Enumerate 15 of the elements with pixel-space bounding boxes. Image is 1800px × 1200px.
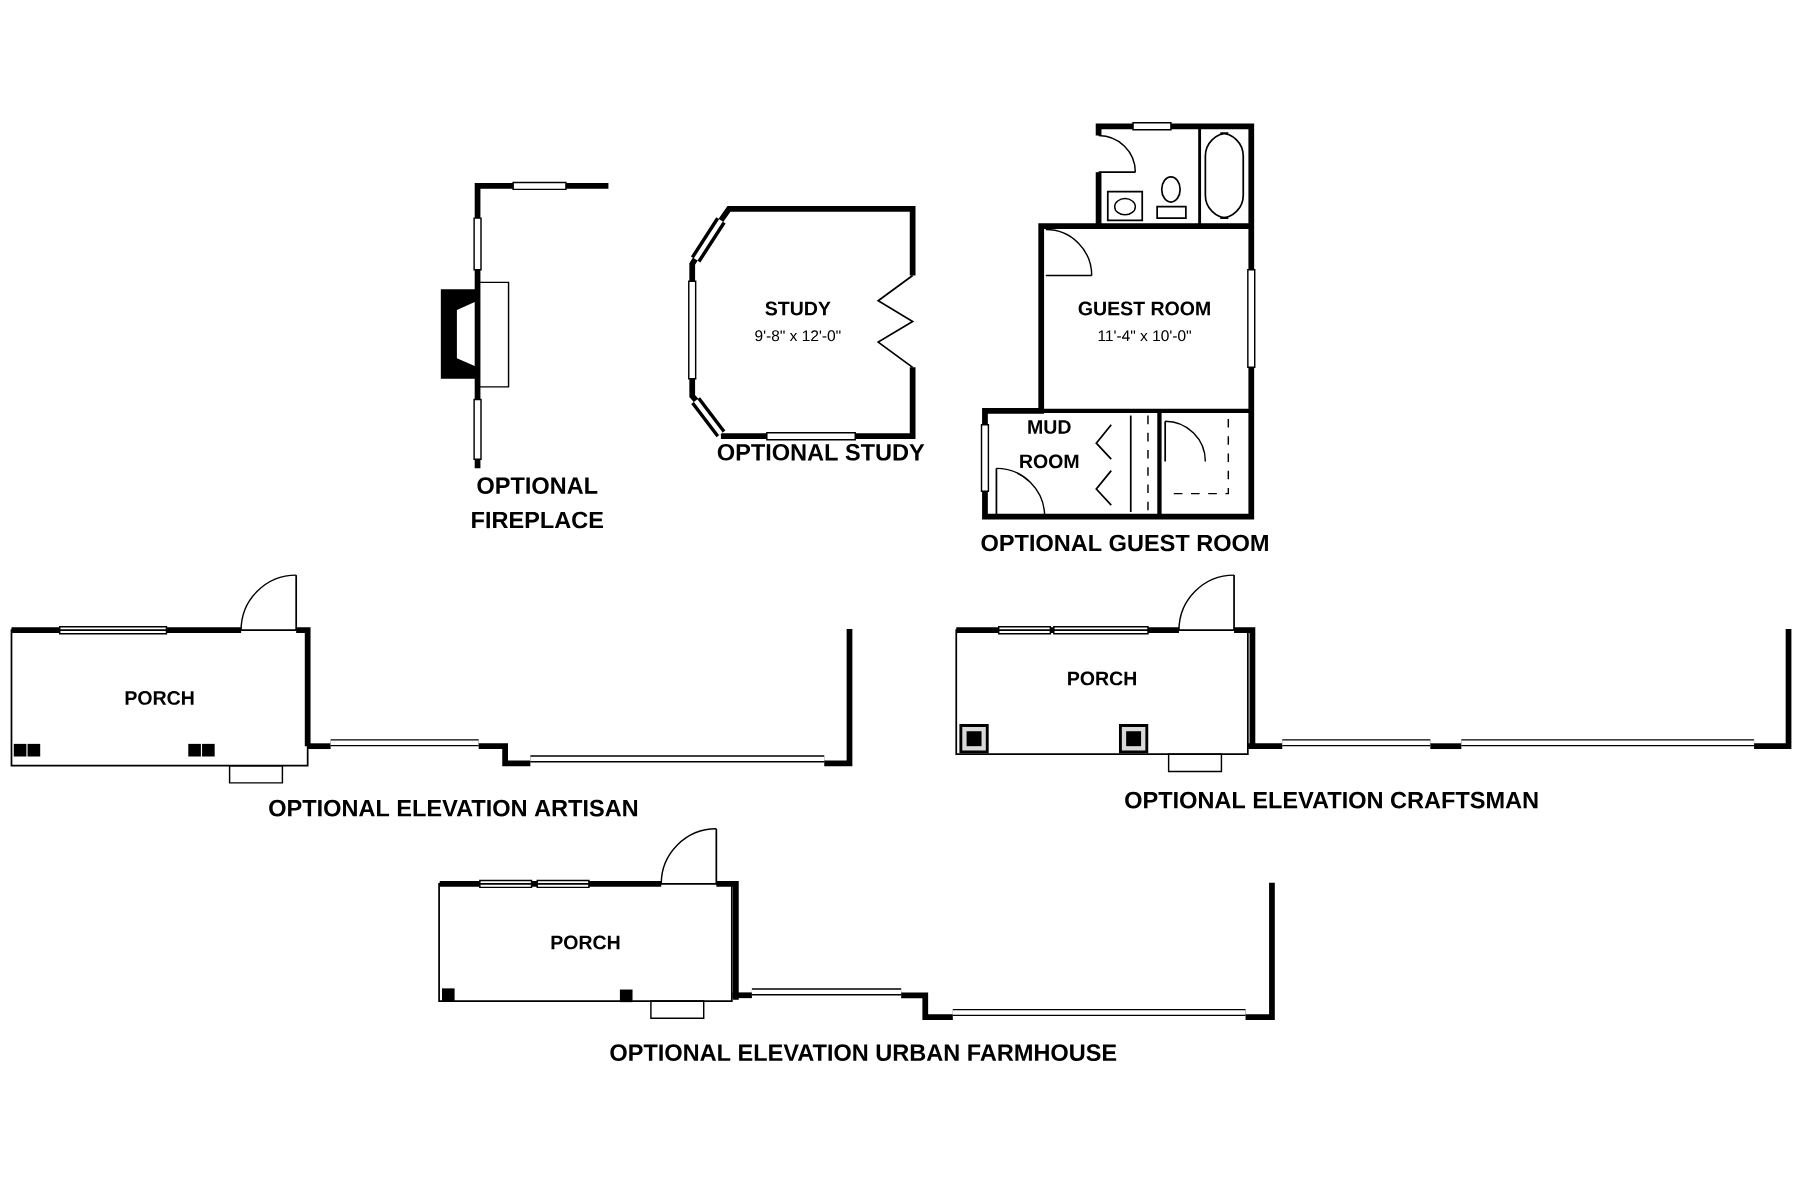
- plan-caption: OPTIONAL ELEVATION URBAN FARMHOUSE: [610, 1044, 1117, 1062]
- room-label: MUD ROOM: [1020, 420, 1079, 469]
- plan-caption: OPTIONAL ELEVATION CRAFTSMAN: [1125, 792, 1538, 809]
- plan-caption: OPTIONAL STUDY: [717, 444, 925, 461]
- room-label: PORCH: [125, 691, 194, 706]
- room-label: PORCH: [1068, 671, 1136, 686]
- porch-area: [955, 629, 1249, 756]
- plan-caption: OPTIONAL ELEVATION ARTISAN: [269, 800, 638, 817]
- room-label: PORCH: [551, 935, 620, 950]
- plan-caption: OPTIONAL GUEST ROOM: [981, 534, 1268, 552]
- plan-caption: OPTIONAL FIREPLACE: [472, 477, 603, 529]
- porch-area: [10, 629, 309, 767]
- room-label: GUEST ROOM 11'-4" x 10'-0": [1078, 301, 1210, 342]
- room-label: STUDY 9'-8" x 12'-0": [755, 301, 841, 342]
- porch-area: [438, 883, 733, 1003]
